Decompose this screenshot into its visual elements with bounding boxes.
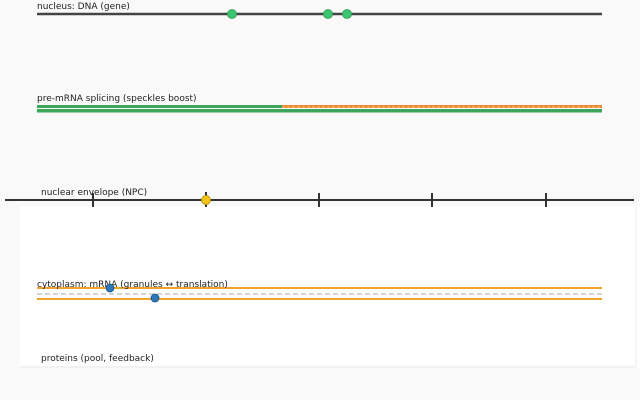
gene-marker xyxy=(227,9,237,19)
gene-marker xyxy=(342,9,352,19)
mrna-marker xyxy=(150,293,160,303)
npc-export-marker xyxy=(201,195,211,205)
gene-marker xyxy=(323,9,333,19)
nucleus-label: nucleus: DNA (gene) xyxy=(37,2,130,12)
spliced-track xyxy=(37,109,602,113)
spliced-segment xyxy=(37,105,282,108)
cytoplasm-label: cytoplasm: mRNA (granules ↔ translation) xyxy=(37,280,228,290)
proteins-label: proteins (pool, feedback) xyxy=(41,354,154,364)
unspliced-track xyxy=(37,105,602,108)
mrna-marker xyxy=(105,283,115,293)
splicing-label: pre-mRNA splicing (speckles boost) xyxy=(37,94,197,104)
envelope-label: nuclear envelope (NPC) xyxy=(41,188,147,198)
